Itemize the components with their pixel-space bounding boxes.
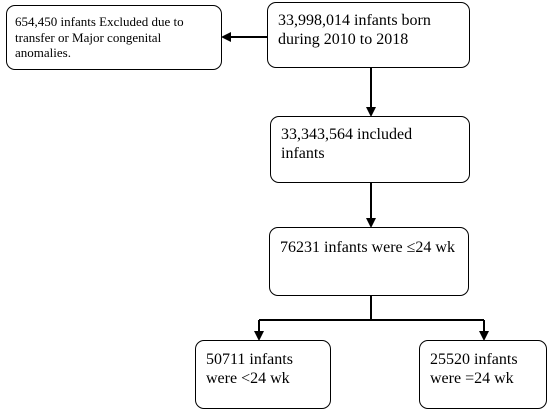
node-lt24-infants: 50711 infants were <24 wk	[195, 340, 331, 409]
node-le24-infants: 76231 infants were ≤24 wk	[269, 227, 469, 296]
node-lt24-label: 50711 infants were <24 wk	[206, 351, 293, 388]
node-born-label: 33,998,014 infants born during 2010 to 2…	[278, 12, 431, 49]
node-infants-born: 33,998,014 infants born during 2010 to 2…	[267, 2, 470, 68]
node-excluded-infants: 654,450 infants Excluded due to transfer…	[6, 5, 222, 70]
node-excluded-label: 654,450 infants Excluded due to transfer…	[15, 14, 184, 61]
node-included-label: 33,343,564 included infants	[281, 126, 413, 163]
node-eq24-label: 25520 infants were =24 wk	[430, 351, 518, 388]
node-eq24-infants: 25520 infants were =24 wk	[419, 340, 547, 409]
node-included-infants: 33,343,564 included infants	[270, 116, 470, 183]
node-le24-label: 76231 infants were ≤24 wk	[280, 239, 455, 256]
